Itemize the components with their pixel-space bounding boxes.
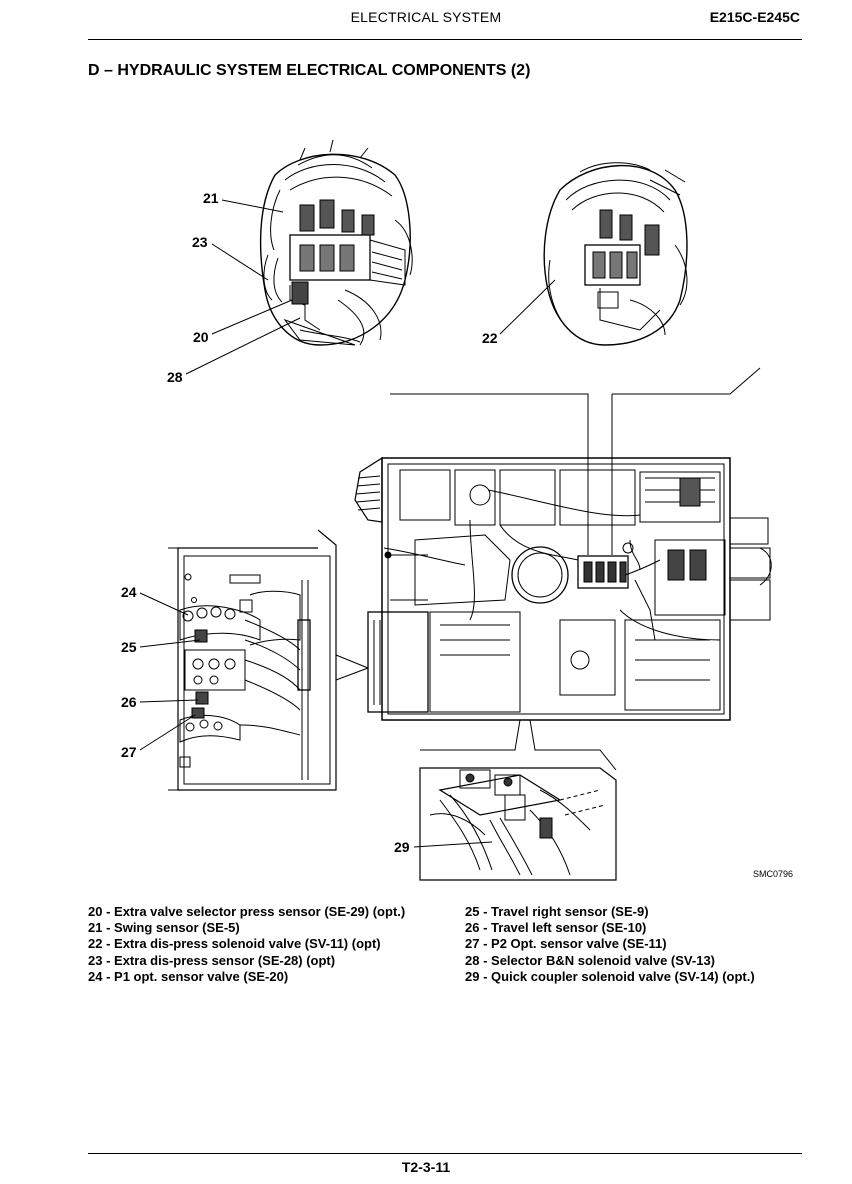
legend-item: 24 - P1 opt. sensor valve (SE-20)	[88, 968, 289, 984]
page-number: T2-3-11	[401, 1159, 451, 1175]
legend-item: 23 - Extra dis-press sensor (SE-28) (opt…	[88, 952, 336, 968]
callout-21: 21	[203, 190, 219, 206]
upper-structure-plan-illustration	[354, 456, 772, 721]
callout-27: 27	[121, 744, 137, 760]
technical-illustration: 21 23 20 28 22 24 25 26 27 29 SMC0796	[121, 139, 793, 881]
valve-assembly-right-illustration	[543, 162, 688, 346]
legend-right-column: 25 - Travel right sensor (SE-9) 26 - Tra…	[465, 904, 755, 985]
legend-item: 26 - Travel left sensor (SE-10)	[465, 920, 647, 936]
legend-item: 21 - Swing sensor (SE-5)	[88, 920, 240, 936]
valve-assembly-left-illustration	[259, 139, 413, 346]
callout-26: 26	[121, 694, 137, 710]
bottom-detail-panel-illustration	[419, 767, 617, 881]
callout-29: 29	[394, 839, 410, 855]
legend-item: 27 - P2 Opt. sensor valve (SE-11)	[465, 936, 667, 952]
callout-23: 23	[192, 234, 208, 250]
legend-left-column: 20 - Extra valve selector press sensor (…	[88, 904, 405, 985]
callout-25: 25	[121, 639, 137, 655]
header-model-name: E215C-E245C	[709, 9, 800, 25]
legend-item: 29 - Quick coupler solenoid valve (SV-14…	[465, 968, 755, 984]
callout-28: 28	[167, 369, 183, 385]
legend-item: 28 - Selector B&N solenoid valve (SV-13)	[465, 952, 715, 968]
legend-item: 22 - Extra dis-press solenoid valve (SV-…	[88, 936, 381, 952]
callout-24: 24	[121, 584, 137, 600]
legend-item: 25 - Travel right sensor (SE-9)	[465, 904, 649, 919]
callout-22: 22	[482, 330, 498, 346]
footer-rule	[88, 1153, 802, 1154]
callout-20: 20	[193, 329, 209, 345]
page-title: D – HYDRAULIC SYSTEM ELECTRICAL COMPONEN…	[88, 62, 531, 79]
left-detail-panel-illustration	[168, 529, 337, 791]
legend-item: 20 - Extra valve selector press sensor (…	[88, 904, 406, 919]
header-section-title: ELECTRICAL SYSTEM	[350, 9, 502, 25]
figure-ref-code: SMC0796	[753, 869, 793, 879]
header-rule	[88, 39, 802, 40]
